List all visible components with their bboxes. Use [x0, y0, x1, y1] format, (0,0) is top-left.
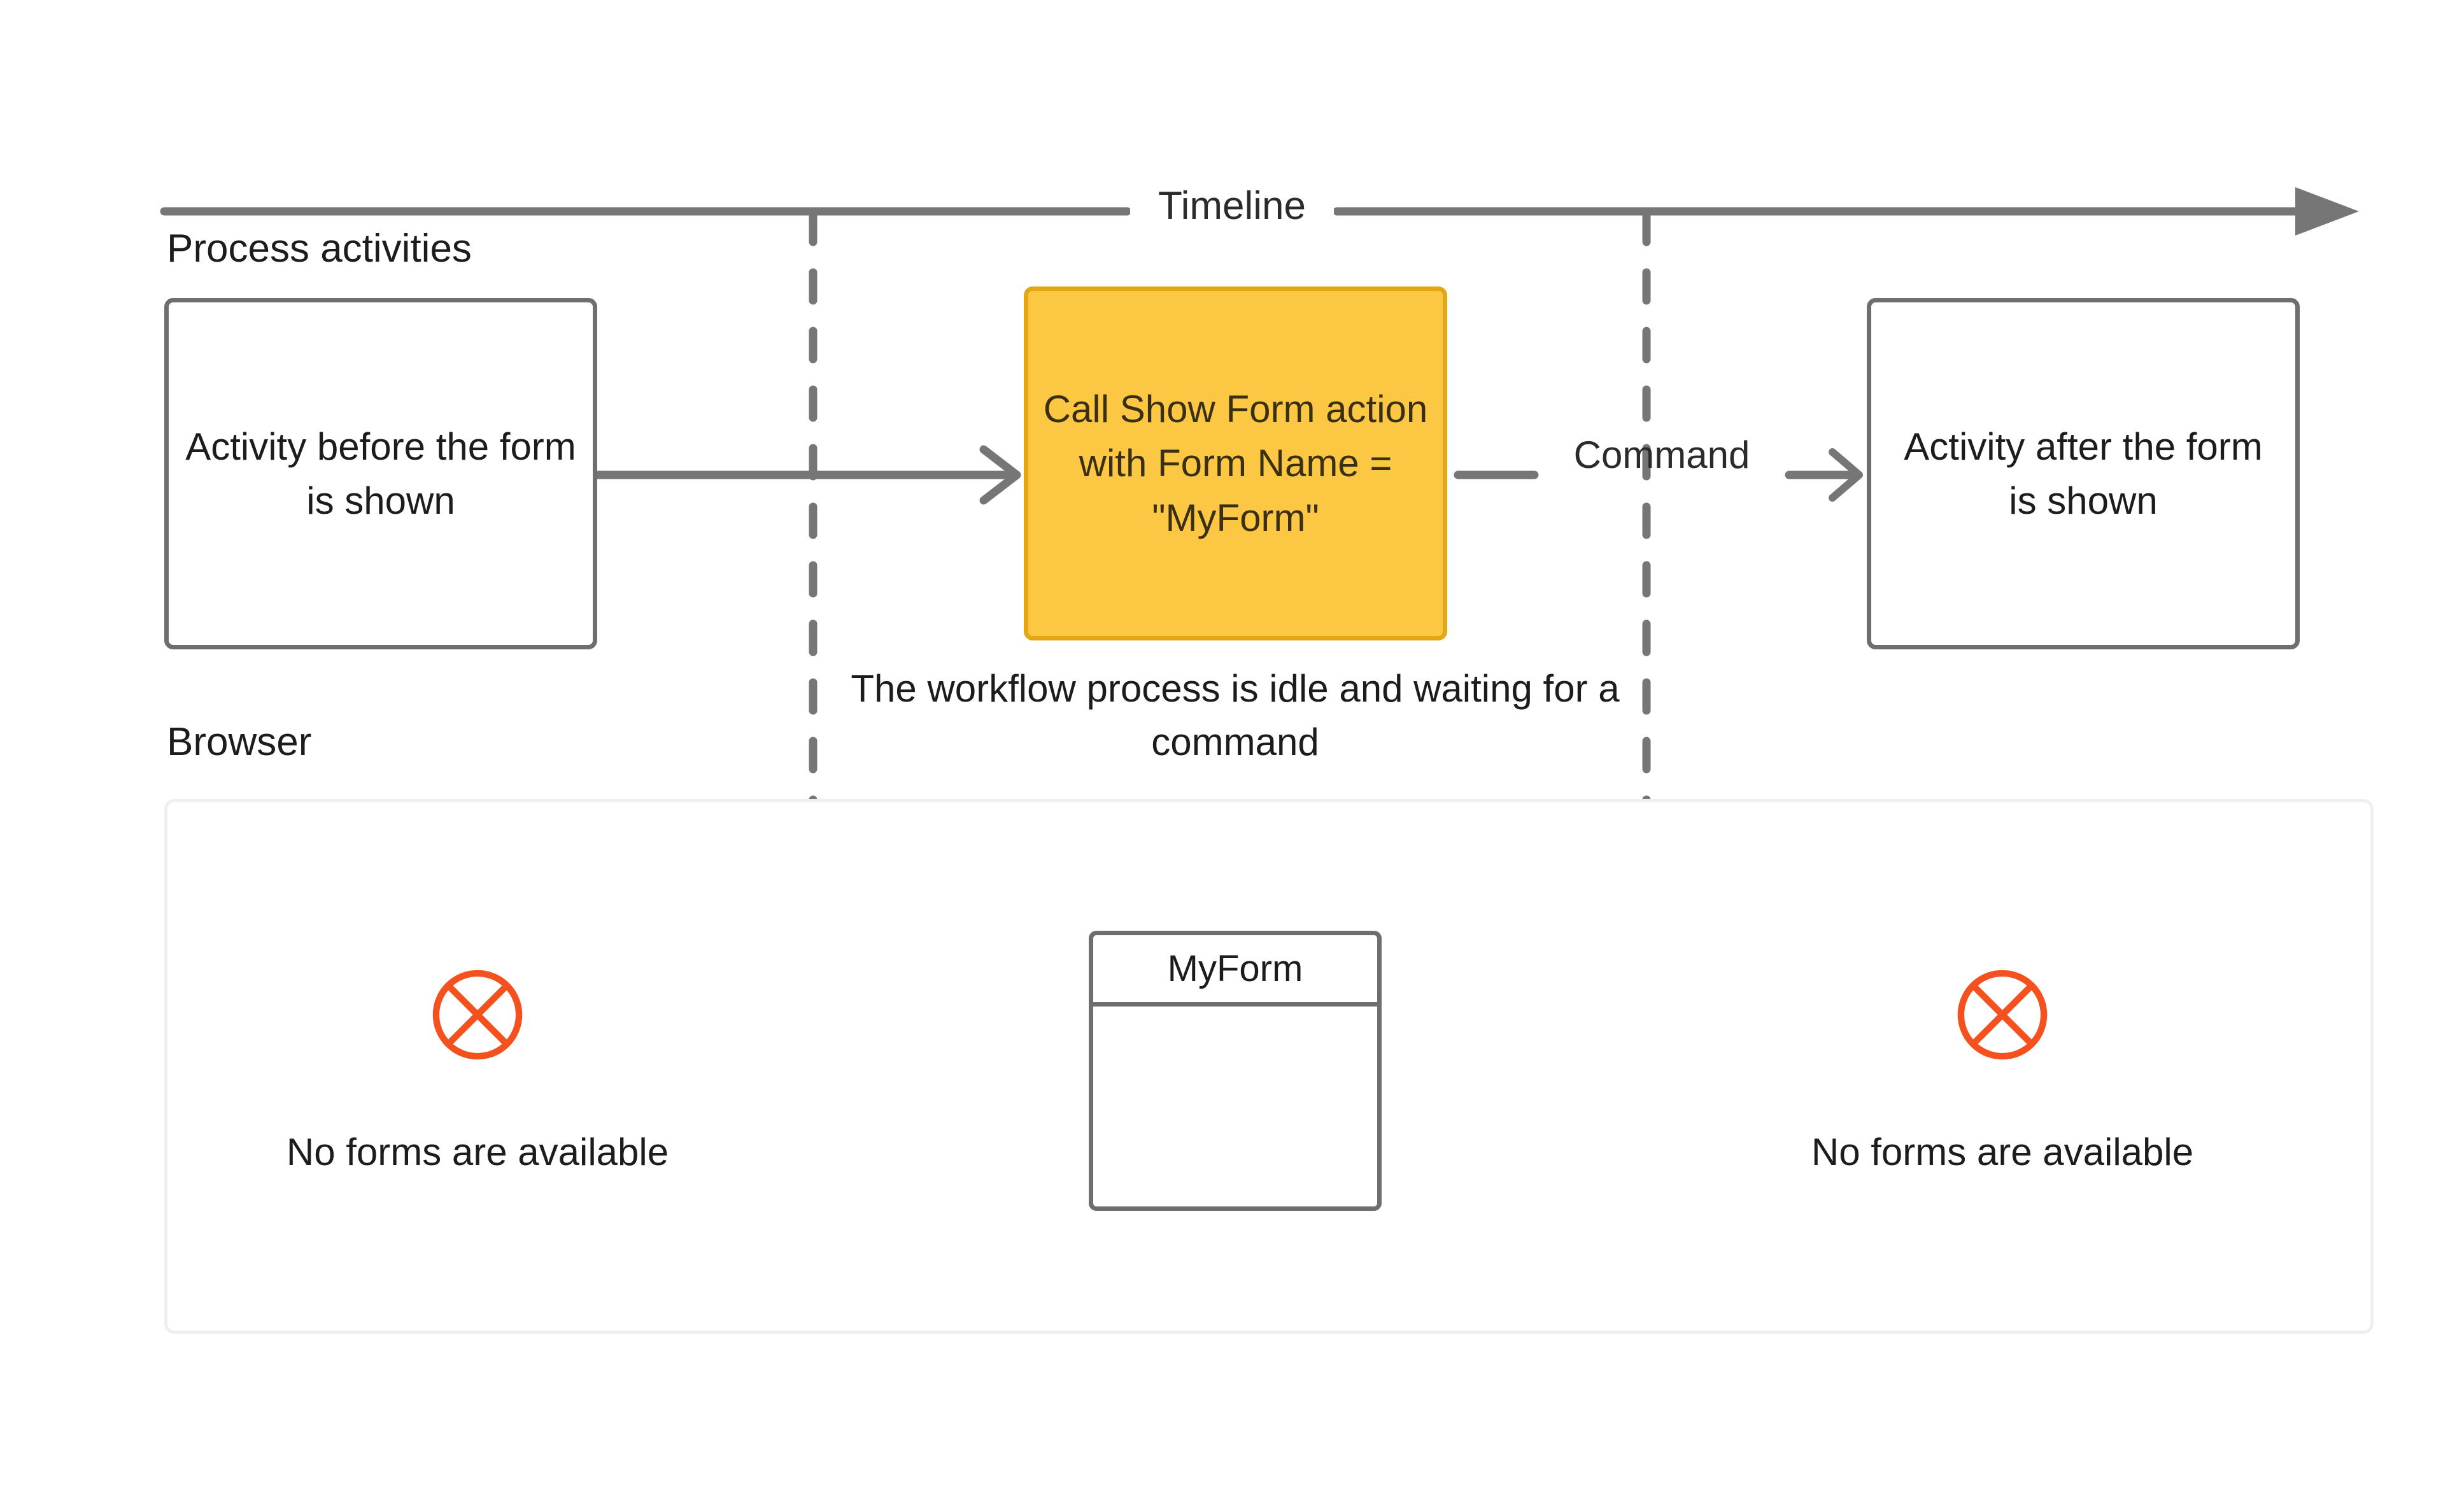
activity-before-box: Activity before the form is shown: [164, 298, 597, 649]
call-show-form-action-box: Call Show Form action with Form Name = "…: [1024, 286, 1447, 640]
myform-body: [1093, 1007, 1377, 1206]
flow-arrow-1-head: [979, 445, 1021, 505]
activity-after-box: Activity after the form is shown: [1867, 298, 2300, 649]
command-label: Command: [1573, 434, 1750, 476]
idle-process-note: The workflow process is idle and waiting…: [851, 667, 1620, 763]
myform-window[interactable]: MyForm: [1089, 931, 1382, 1211]
browser-state-right: No forms are available: [1741, 968, 2263, 1171]
no-forms-available-label-right: No forms are available: [1811, 1131, 2194, 1173]
circle-x-icon: [432, 970, 523, 1060]
timeline-arrowhead: [2295, 187, 2359, 236]
circle-x-icon: [1957, 970, 2048, 1060]
no-forms-available-label-left: No forms are available: [286, 1131, 669, 1173]
myform-title: MyForm: [1167, 947, 1303, 989]
flow-arrow-2-head: [1829, 448, 1863, 502]
timeline-label: Timeline: [1130, 181, 1334, 231]
lane-label-process: Process activities: [167, 227, 472, 271]
lane-label-browser: Browser: [167, 720, 312, 764]
browser-state-left: No forms are available: [216, 968, 739, 1171]
myform-titlebar: MyForm: [1093, 935, 1377, 1007]
